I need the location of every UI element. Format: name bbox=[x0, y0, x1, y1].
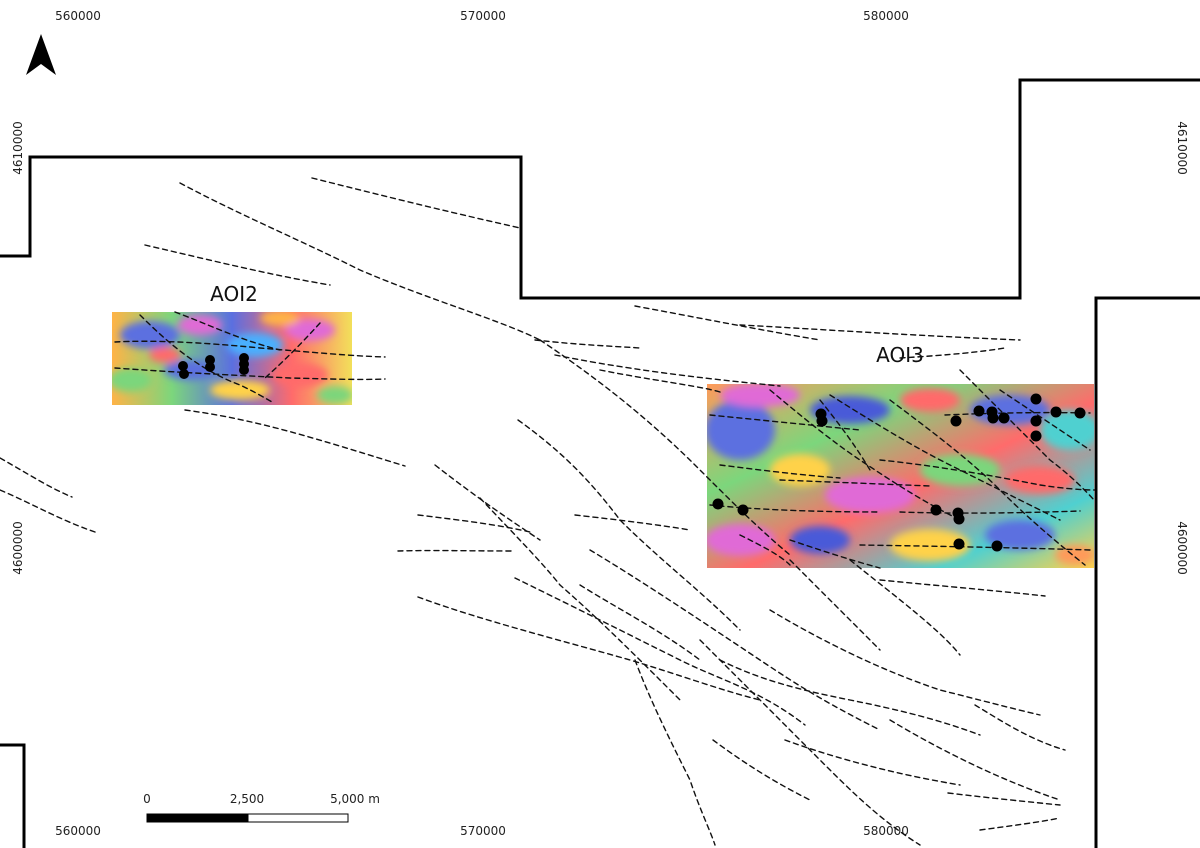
sample-point[interactable] bbox=[953, 538, 965, 550]
sample-points bbox=[178, 353, 1086, 552]
aoi3-fault-lines bbox=[709, 369, 1095, 569]
aoi2-label: AOI2 bbox=[210, 282, 258, 306]
aoi3-label: AOI3 bbox=[876, 343, 924, 367]
fault-lines bbox=[0, 177, 1066, 846]
scale-label-mid: 2,500 bbox=[230, 792, 264, 806]
northing-label-right-1: 4610000 bbox=[1175, 121, 1189, 174]
easting-label-bottom-1: 560000 bbox=[55, 824, 101, 838]
northing-label-right-2: 4600000 bbox=[1175, 521, 1189, 574]
sample-point[interactable] bbox=[953, 513, 965, 525]
sample-point[interactable] bbox=[1050, 406, 1062, 418]
aoi2-fault-lines bbox=[114, 311, 386, 403]
sample-point[interactable] bbox=[737, 504, 749, 516]
easting-label-top-1: 560000 bbox=[55, 9, 101, 23]
aoi2-raster bbox=[112, 312, 352, 405]
sample-point[interactable] bbox=[998, 412, 1010, 424]
licence-boundary bbox=[0, 78, 1200, 848]
sample-point[interactable] bbox=[1030, 393, 1042, 405]
sample-point[interactable] bbox=[991, 540, 1003, 552]
easting-label-top-2: 570000 bbox=[460, 9, 506, 23]
sample-point[interactable] bbox=[987, 412, 999, 424]
sample-point[interactable] bbox=[239, 365, 249, 375]
sample-point[interactable] bbox=[1030, 415, 1042, 427]
easting-label-bottom-3: 580000 bbox=[863, 824, 909, 838]
scale-label-0: 0 bbox=[143, 792, 151, 806]
scale-bar-white-segment bbox=[247, 813, 349, 823]
north-arrow-icon bbox=[26, 34, 56, 75]
sample-point[interactable] bbox=[205, 362, 215, 372]
sample-point[interactable] bbox=[712, 498, 724, 510]
sample-point[interactable] bbox=[1030, 430, 1042, 442]
scale-bar: 0 2,500 5,000 m bbox=[143, 792, 380, 823]
aoi3-raster bbox=[707, 384, 1094, 568]
easting-label-top-3: 580000 bbox=[863, 9, 909, 23]
sample-point[interactable] bbox=[973, 405, 985, 417]
scale-bar-black-segment bbox=[146, 813, 249, 823]
sample-point[interactable] bbox=[816, 415, 828, 427]
sample-point[interactable] bbox=[930, 504, 942, 516]
scale-label-end: 5,000 m bbox=[330, 792, 380, 806]
easting-label-bottom-2: 570000 bbox=[460, 824, 506, 838]
sample-point[interactable] bbox=[950, 415, 962, 427]
sample-point[interactable] bbox=[1074, 407, 1086, 419]
northing-label-left-1: 4610000 bbox=[11, 121, 25, 174]
northing-label-left-2: 4600000 bbox=[11, 521, 25, 574]
sample-point[interactable] bbox=[179, 369, 189, 379]
sample-point[interactable] bbox=[205, 355, 215, 365]
sample-point[interactable] bbox=[178, 361, 188, 371]
